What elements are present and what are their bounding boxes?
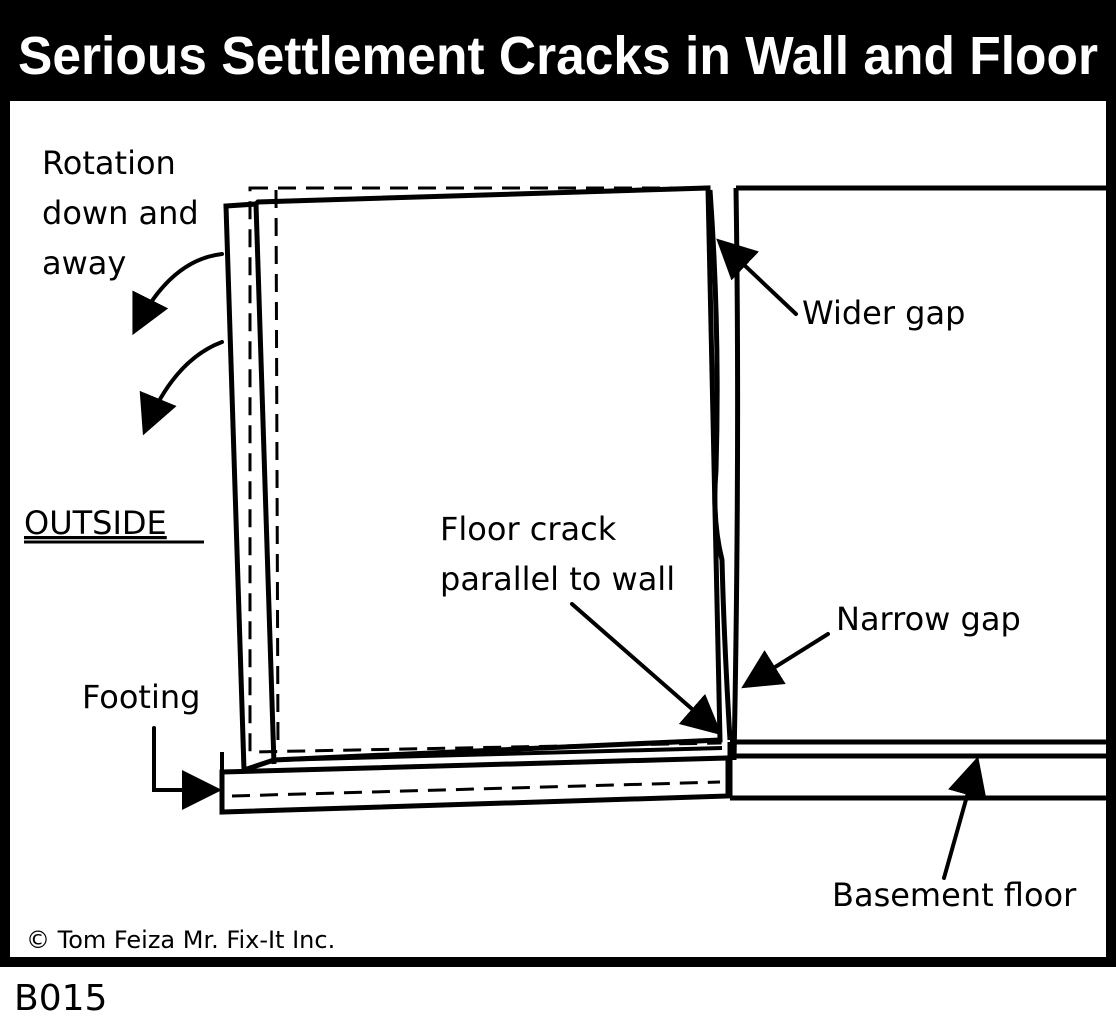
footing-label: Footing	[82, 678, 200, 716]
title-bar	[0, 0, 1116, 100]
footing-original-dashed	[231, 780, 721, 798]
wall-base-slab	[220, 746, 723, 772]
copyright-notice: © Tom Feiza Mr. Fix-It Inc.	[26, 926, 335, 954]
basement-floor-slab	[727, 739, 1110, 801]
tilted-wall	[223, 185, 723, 774]
adjacent-wall	[731, 185, 1110, 761]
footing-arrow	[152, 726, 222, 810]
panel-frame	[0, 91, 1116, 967]
original-wall-outline	[248, 186, 722, 754]
rotation-arrow-lower	[139, 340, 224, 436]
narrow-gap-label: Narrow gap	[836, 600, 1021, 638]
wider-gap-arrow	[716, 238, 798, 316]
rotation-label-line1: Rotation	[42, 144, 176, 182]
narrow-gap-arrow	[741, 632, 830, 689]
rotation-label-line2: down and	[42, 194, 199, 232]
rotation-label-line3: away	[42, 244, 126, 282]
floor-crack-label-line1: Floor crack	[440, 510, 617, 548]
wall-inner-face	[253, 203, 277, 765]
diagram-code: B015	[14, 978, 107, 1016]
floor-crack-arrow	[570, 602, 723, 736]
rotation-arrow-upper	[132, 252, 224, 336]
basement-floor-arrow	[942, 756, 987, 880]
floor-crack-label-line2: parallel to wall	[440, 560, 675, 598]
wall-crack	[707, 189, 733, 741]
original-wall-face-line	[274, 189, 280, 749]
diagram-title: Serious Settlement Cracks in Wall and Fl…	[18, 26, 1098, 86]
wider-gap-label: Wider gap	[802, 294, 965, 332]
outside-label: OUTSIDE	[24, 504, 167, 542]
basement-floor-label: Basement floor	[832, 876, 1077, 914]
